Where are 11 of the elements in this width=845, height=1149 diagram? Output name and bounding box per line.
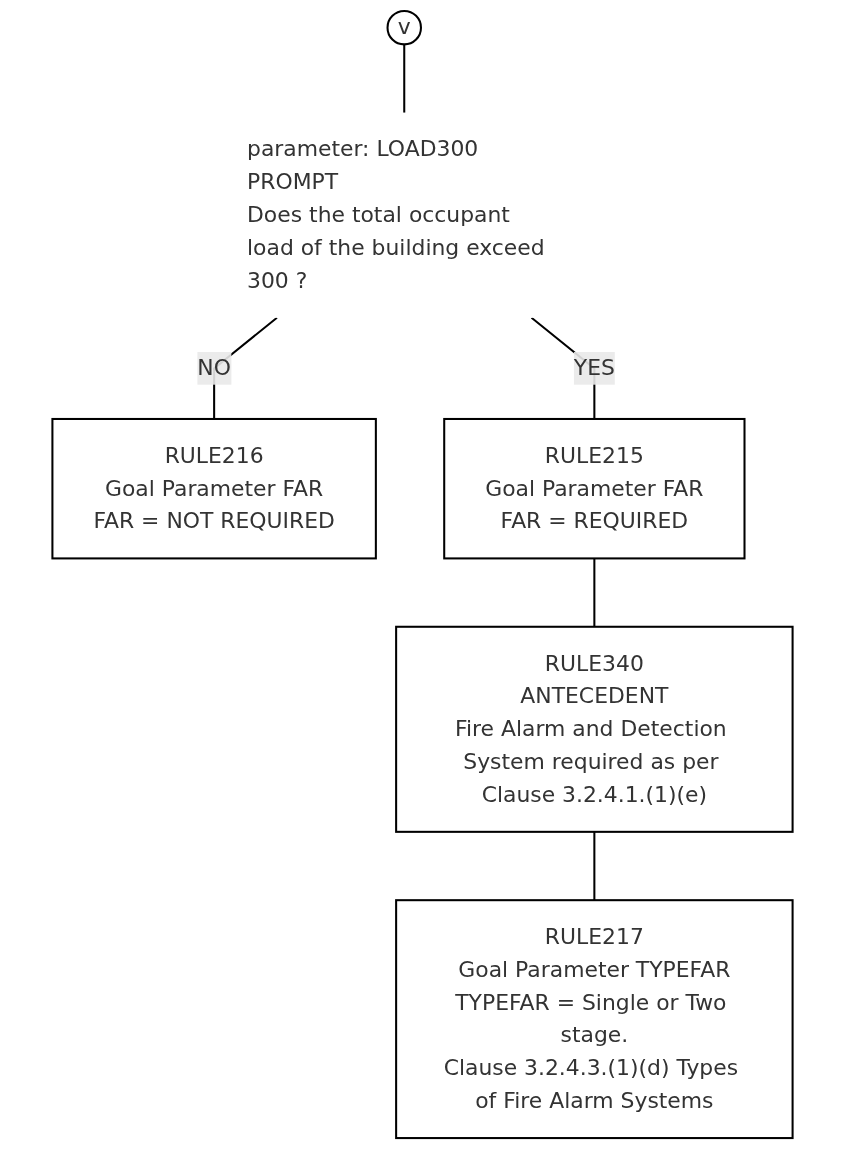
connector — [593, 831, 596, 901]
node-box: RULE340 ANTECEDENT Fire Alarm and Detection System required as per Clause 3.2.4.1.(1)(e) — [395, 625, 794, 833]
node-box: RULE217 Goal Parameter TYPEFAR TYPEFAR = Single or Two stage. Clause 3.2.4.3.(1)(d) Types of Fire Alarm Systems — [395, 899, 794, 1140]
node-box: RULE215 Goal Parameter FAR FAR = REQUIRED — [443, 417, 746, 560]
node-circle: v — [386, 9, 422, 46]
node-text: parameter: LOAD300 PROMPT Does the total occupant load of the building exceed 300 ? — [247, 135, 545, 294]
node-box: RULE216 Goal Parameter FAR FAR = NOT REQUIRED — [51, 417, 377, 560]
connector — [403, 44, 406, 113]
connector — [593, 558, 596, 627]
edge-label: NO — [197, 354, 231, 381]
edge-label: YES — [573, 354, 615, 381]
